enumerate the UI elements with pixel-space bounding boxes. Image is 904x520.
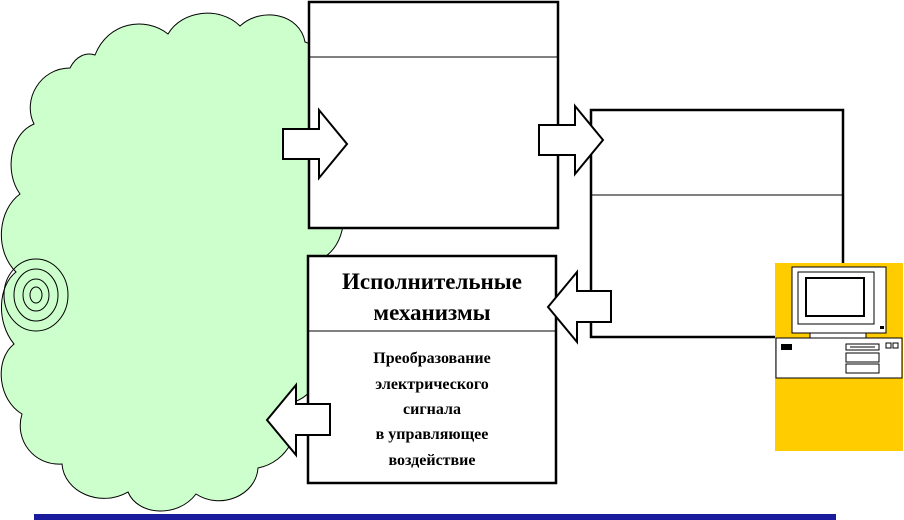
actuators-box-frame xyxy=(306,254,558,485)
arrow-cloud-to-sensors-icon xyxy=(282,107,349,181)
desktop-computer-icon xyxy=(775,263,903,451)
sensors-box xyxy=(307,0,560,230)
actuators-desc-line5: воздействие xyxy=(388,452,475,469)
actuators-desc-line4: в управляющее xyxy=(376,426,489,443)
unit-indicator xyxy=(781,344,792,350)
system-unit xyxy=(775,337,903,379)
actuators-desc-line3: сигнала xyxy=(403,401,461,418)
monitor-stand xyxy=(809,332,867,339)
arrow-actuators-to-cloud-icon xyxy=(265,382,331,458)
spiral-icon xyxy=(3,258,69,332)
arrow-sensors-to-controller-icon xyxy=(538,103,605,177)
actuators-desc-line2: электрического xyxy=(375,376,488,393)
unit-button-1 xyxy=(885,342,892,349)
footer-line xyxy=(34,514,836,520)
sensors-box-frame xyxy=(307,0,560,230)
unit-button-2 xyxy=(892,342,899,349)
environment-cloud xyxy=(0,12,344,512)
cloud-shape xyxy=(0,12,344,512)
actuators-box: Исполнительные механизмы Преобразование … xyxy=(306,254,558,485)
monitor-screen xyxy=(805,277,865,317)
drive-bay-2 xyxy=(845,352,880,363)
power-led xyxy=(880,326,884,329)
drive-bay-3 xyxy=(845,363,880,374)
actuators-desc-line1: Преобразование xyxy=(373,350,490,367)
arrow-controller-to-actuators-icon xyxy=(546,269,612,345)
actuators-title-line2: механизмы xyxy=(373,300,490,325)
actuators-title-line1: Исполнительные xyxy=(342,269,522,294)
